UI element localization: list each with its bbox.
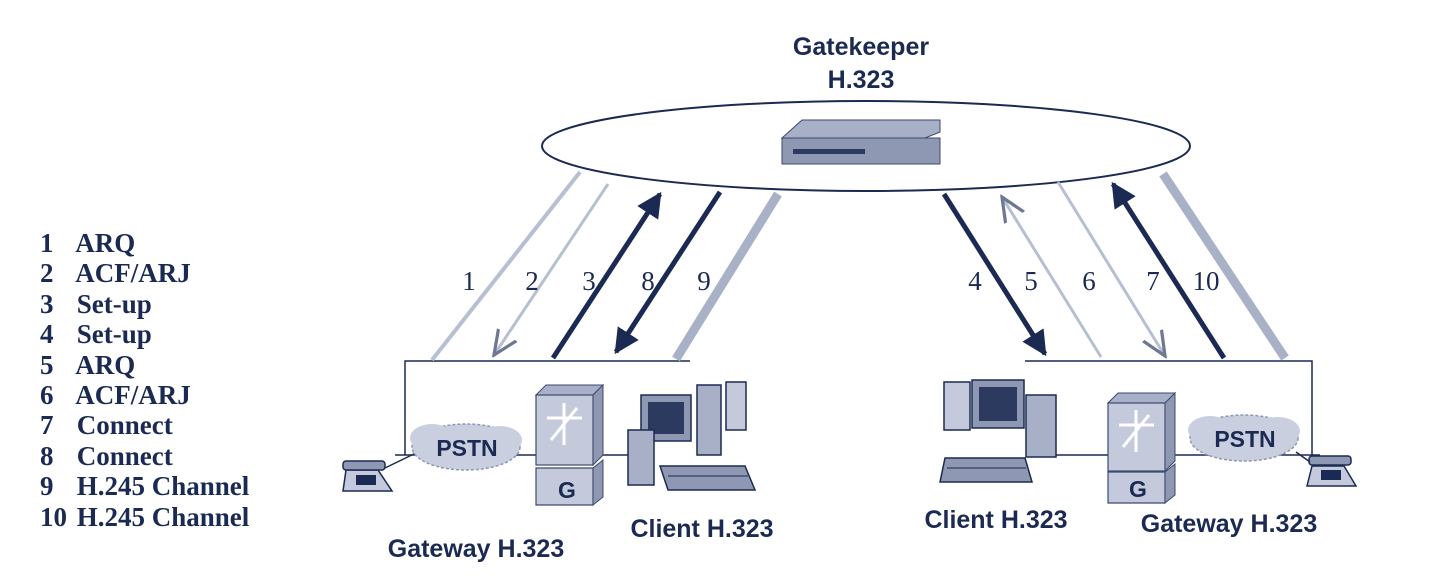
flow-number-8: 8 [641,266,655,296]
flow-arrow-7 [1110,181,1227,360]
left-telephone-icon [342,451,419,492]
flow-number-5: 5 [1024,266,1038,296]
flow-arrow-9 [672,191,782,362]
legend-item: 8 Connect [40,441,249,471]
gatekeeper-title: Gatekeeper [793,33,929,61]
legend-item: 9 H.245 Channel [40,471,249,501]
legend-label: ARQ [75,349,136,380]
flow-number-2: 2 [525,266,539,296]
right-pstn-cloud: PSTN [1188,414,1300,462]
flow-arrow-1 [430,170,582,362]
legend-item: 6 ACF/ARJ [40,380,249,410]
legend-label: Connect [76,410,173,441]
left-pstn-cloud: PSTN [410,423,522,471]
legend-number: 3 [40,288,54,319]
flow-arrow-3 [550,191,663,360]
flow-number-10: 10 [1193,266,1220,296]
legend-item: 4 Set-up [40,319,249,349]
left-client-computer-icon [627,381,757,491]
flow-arrow-6 [1056,181,1165,356]
flow-number-1: 1 [462,266,476,296]
gatekeeper-device-icon [780,119,941,165]
right-pstn-label: PSTN [1214,426,1275,452]
right-gateway-icon: G [1106,391,1177,505]
legend-number: 1 [40,228,54,258]
legend-item: 10 H.245 Channel [40,502,249,532]
left-site-outline [404,360,690,455]
legend-label: ACF/ARJ [75,380,191,411]
flow-arrow-4 [941,192,1048,357]
flow-arrow-2 [494,183,610,355]
right-gateway-badge: G [1129,476,1147,502]
legend-number: 4 [40,319,54,350]
legend-item: 3 Set-up [40,289,249,319]
gatekeeper-protocol: H.323 [828,66,895,94]
flow-arrow-8 [613,190,723,355]
legend-label: Set-up [76,319,152,350]
flow-arrow-10 [1159,171,1289,361]
legend-label: H.245 Channel [76,501,250,532]
legend-number: 2 [40,258,54,289]
flow-arrow-5 [1002,197,1103,358]
legend-number: 10 [40,501,67,532]
right-telephone-icon [1295,451,1358,487]
right-site-outline [1025,360,1313,455]
flow-number-6: 6 [1082,266,1096,296]
flow-number-9: 9 [697,266,711,296]
legend-number: 6 [40,380,54,411]
right-client-label: Client H.323 [924,506,1067,534]
legend-item: 5 ARQ [40,350,249,380]
right-gateway-label: Gateway H.323 [1141,510,1318,538]
legend-item: 2 ACF/ARJ [40,258,249,288]
legend-item: 7 Connect [40,410,249,440]
legend-number: 8 [40,440,54,471]
left-pstn-label: PSTN [436,435,497,461]
legend-number: 7 [40,410,54,441]
legend-label: ACF/ARJ [75,258,191,289]
legend-number: 9 [40,471,54,502]
left-client-label: Client H.323 [630,515,773,543]
left-gateway-badge: G [558,477,576,503]
message-legend: 1 ARQ 2 ACF/ARJ 3 Set-up 4 Set-up 5 ARQ … [40,228,249,532]
legend-label: Connect [76,440,173,471]
legend-number: 5 [40,349,54,380]
flow-number-3: 3 [582,266,596,296]
right-client-computer-icon [939,379,1057,483]
legend-label: Set-up [76,288,152,319]
legend-label: ARQ [75,228,136,258]
left-gateway-label: Gateway H.323 [388,535,565,563]
left-gateway-icon: G [534,383,605,507]
flow-number-7: 7 [1146,266,1160,296]
legend-item: 1 ARQ [40,228,249,258]
flow-number-4: 4 [968,266,982,296]
legend-label: H.245 Channel [76,471,250,502]
